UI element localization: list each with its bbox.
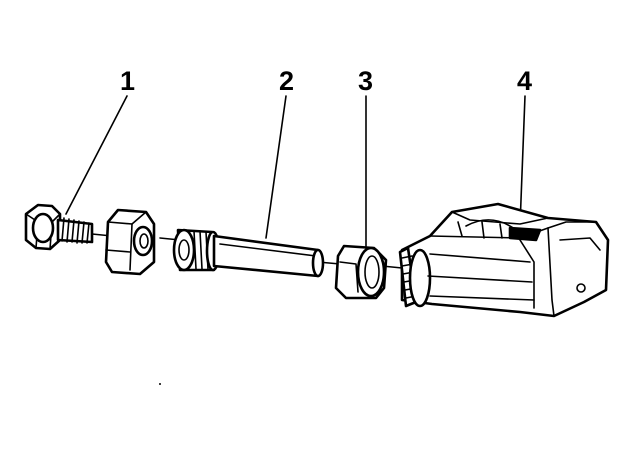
callout-2: 2 <box>279 66 294 96</box>
sensor-housing <box>398 202 610 318</box>
valve-stem <box>172 228 325 278</box>
leader-line-2 <box>265 95 287 239</box>
callout-3: 3 <box>358 66 373 96</box>
bolt <box>24 203 94 251</box>
speck-dot <box>159 383 161 385</box>
callout-1: 1 <box>120 66 135 96</box>
callout-4: 4 <box>517 66 532 96</box>
bushing-block <box>104 208 156 276</box>
leader-line-4 <box>519 95 526 227</box>
seal-ring <box>334 244 388 300</box>
leader-line-1 <box>65 95 128 215</box>
